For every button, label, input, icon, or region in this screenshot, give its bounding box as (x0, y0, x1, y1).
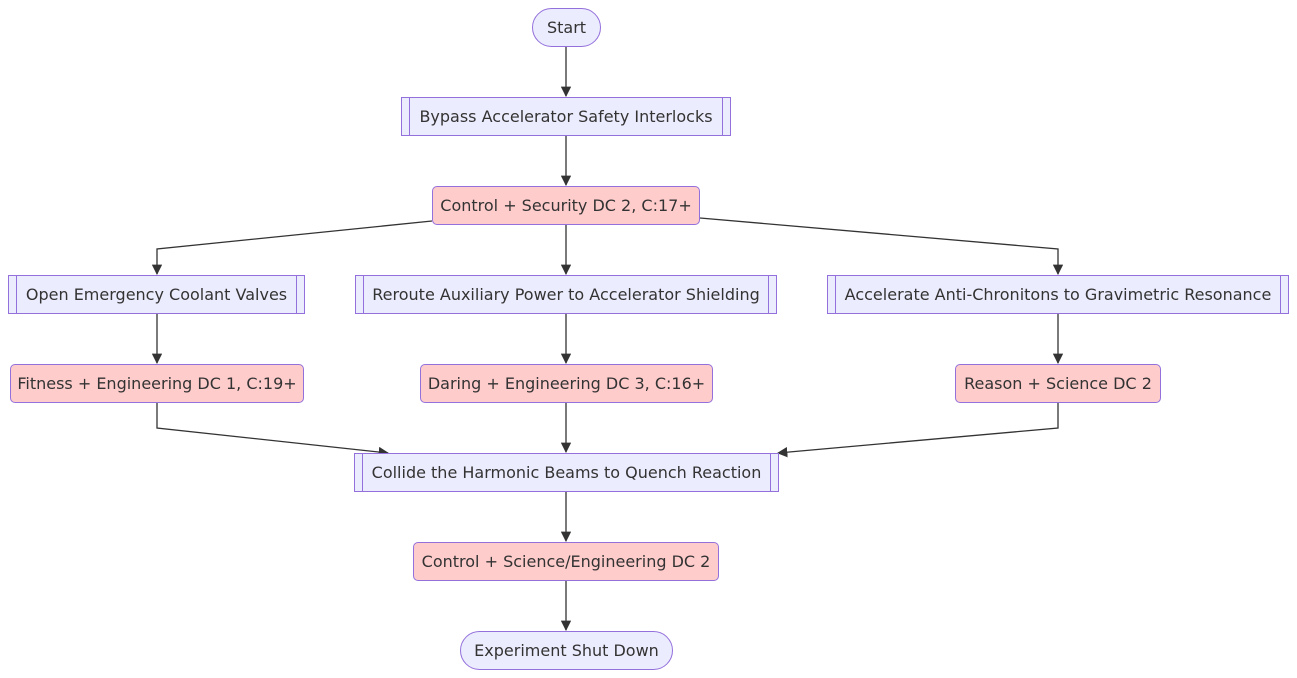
edge-control-security-to-coolant (151, 220, 433, 276)
edge-reason-to-collide (776, 403, 1059, 458)
fitness-engineering-check-node: Fitness + Engineering DC 1, C:19+ (10, 364, 304, 403)
start-node: Start (532, 8, 601, 47)
collide-beams-node: Collide the Harmonic Beams to Quench Rea… (354, 453, 779, 492)
control-security-check-node: Control + Security DC 2, C:17+ (432, 186, 700, 225)
bypass-interlocks-node: Bypass Accelerator Safety Interlocks (401, 97, 731, 136)
reason-science-check-node: Reason + Science DC 2 (955, 364, 1161, 403)
edge-fitness-to-collide (156, 403, 390, 458)
reroute-power-node: Reroute Auxiliary Power to Accelerator S… (355, 275, 777, 314)
edge-control-security-to-chronitons (699, 217, 1064, 276)
daring-engineering-check-node: Daring + Engineering DC 3, C:16+ (420, 364, 713, 403)
open-coolant-node: Open Emergency Coolant Valves (8, 275, 305, 314)
accelerate-chronitons-node: Accelerate Anti-Chronitons to Gravimetri… (827, 275, 1289, 314)
control-science-check-node: Control + Science/Engineering DC 2 (413, 542, 719, 581)
end-node: Experiment Shut Down (460, 631, 673, 670)
